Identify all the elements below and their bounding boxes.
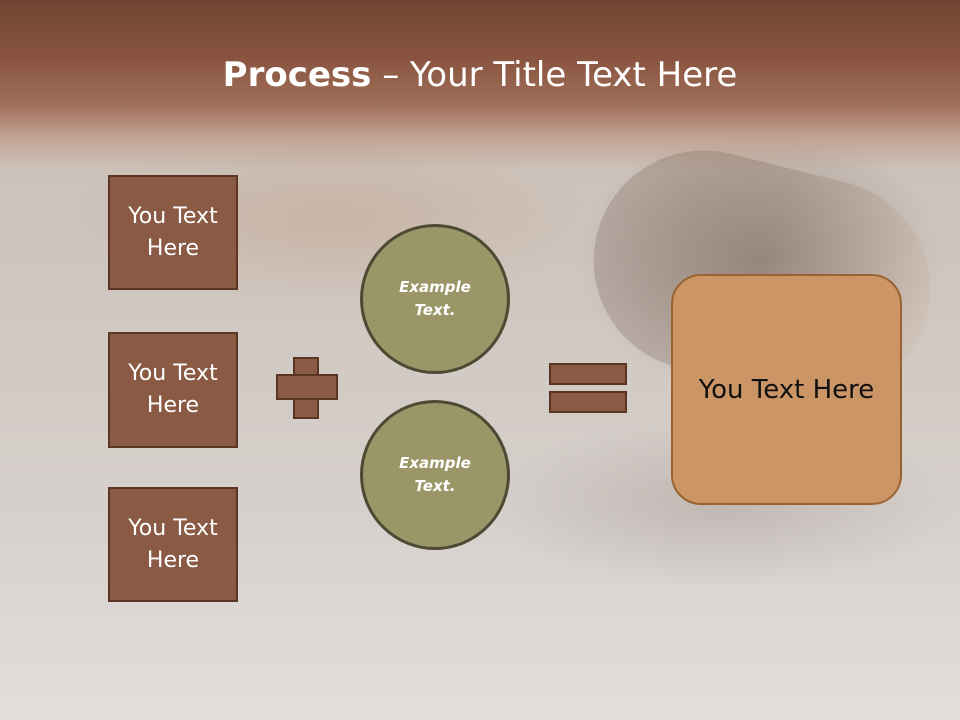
example-circle-2: Example Text. (360, 400, 510, 550)
title-text: Your Title Text Here (410, 55, 738, 95)
text-box-label: You Text Here (128, 203, 218, 261)
text-box-1: You Text Here (108, 175, 238, 290)
text-box-2: You Text Here (108, 332, 238, 448)
plus-center (295, 376, 317, 398)
result-label: You Text Here (698, 374, 875, 405)
circle-label: Example Text. (399, 454, 471, 495)
text-box-label: You Text Here (128, 515, 218, 573)
text-box-label: You Text Here (128, 361, 218, 418)
header-band (0, 0, 960, 170)
slide-title: Process – Your Title Text Here (0, 52, 960, 98)
title-separator: – (382, 55, 400, 95)
circle-label: Example Text. (399, 278, 471, 319)
text-box-3: You Text Here (108, 487, 238, 602)
example-circle-1: Example Text. (360, 224, 510, 374)
equals-bar-top (549, 363, 627, 385)
result-box: You Text Here (671, 274, 902, 505)
title-bold: Process (222, 55, 372, 95)
equals-bar-bottom (549, 391, 627, 413)
